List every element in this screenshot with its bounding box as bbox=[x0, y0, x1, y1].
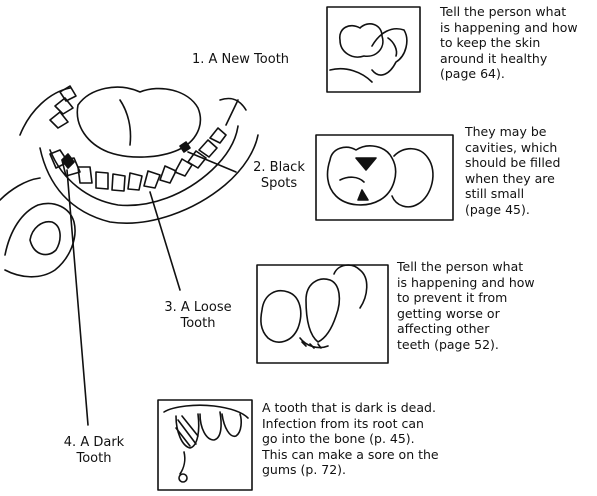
description-loose-tooth: Tell the person what is happening and ho… bbox=[397, 259, 535, 352]
mouth-jaw-drawing bbox=[0, 85, 259, 426]
inset-black-spots bbox=[315, 134, 454, 221]
label-black-spots-line2: Spots bbox=[260, 176, 298, 191]
label-loose-tooth: 3. A Loose Tooth bbox=[158, 300, 238, 332]
description-new-tooth: Tell the person what is happening and ho… bbox=[440, 4, 578, 81]
description-black-spots: They may be cavities, which should be fi… bbox=[465, 124, 561, 217]
label-dark-tooth-line1: 4. A Dark bbox=[63, 435, 125, 450]
label-loose-tooth-line2: Tooth bbox=[180, 316, 216, 331]
label-black-spots: 2. Black Spots bbox=[244, 160, 314, 192]
label-black-spots-line1: 2. Black bbox=[253, 160, 305, 175]
label-dark-tooth: 4. A Dark Tooth bbox=[58, 435, 130, 467]
description-dark-tooth: A tooth that is dark is dead. Infection … bbox=[262, 400, 439, 477]
label-loose-tooth-line1: 3. A Loose bbox=[164, 300, 232, 315]
inset-loose-tooth bbox=[256, 264, 389, 364]
inset-new-tooth bbox=[326, 6, 421, 93]
label-dark-tooth-line2: Tooth bbox=[76, 451, 112, 466]
label-new-tooth: 1. A New Tooth bbox=[192, 52, 290, 67]
inset-dark-tooth bbox=[157, 399, 253, 491]
